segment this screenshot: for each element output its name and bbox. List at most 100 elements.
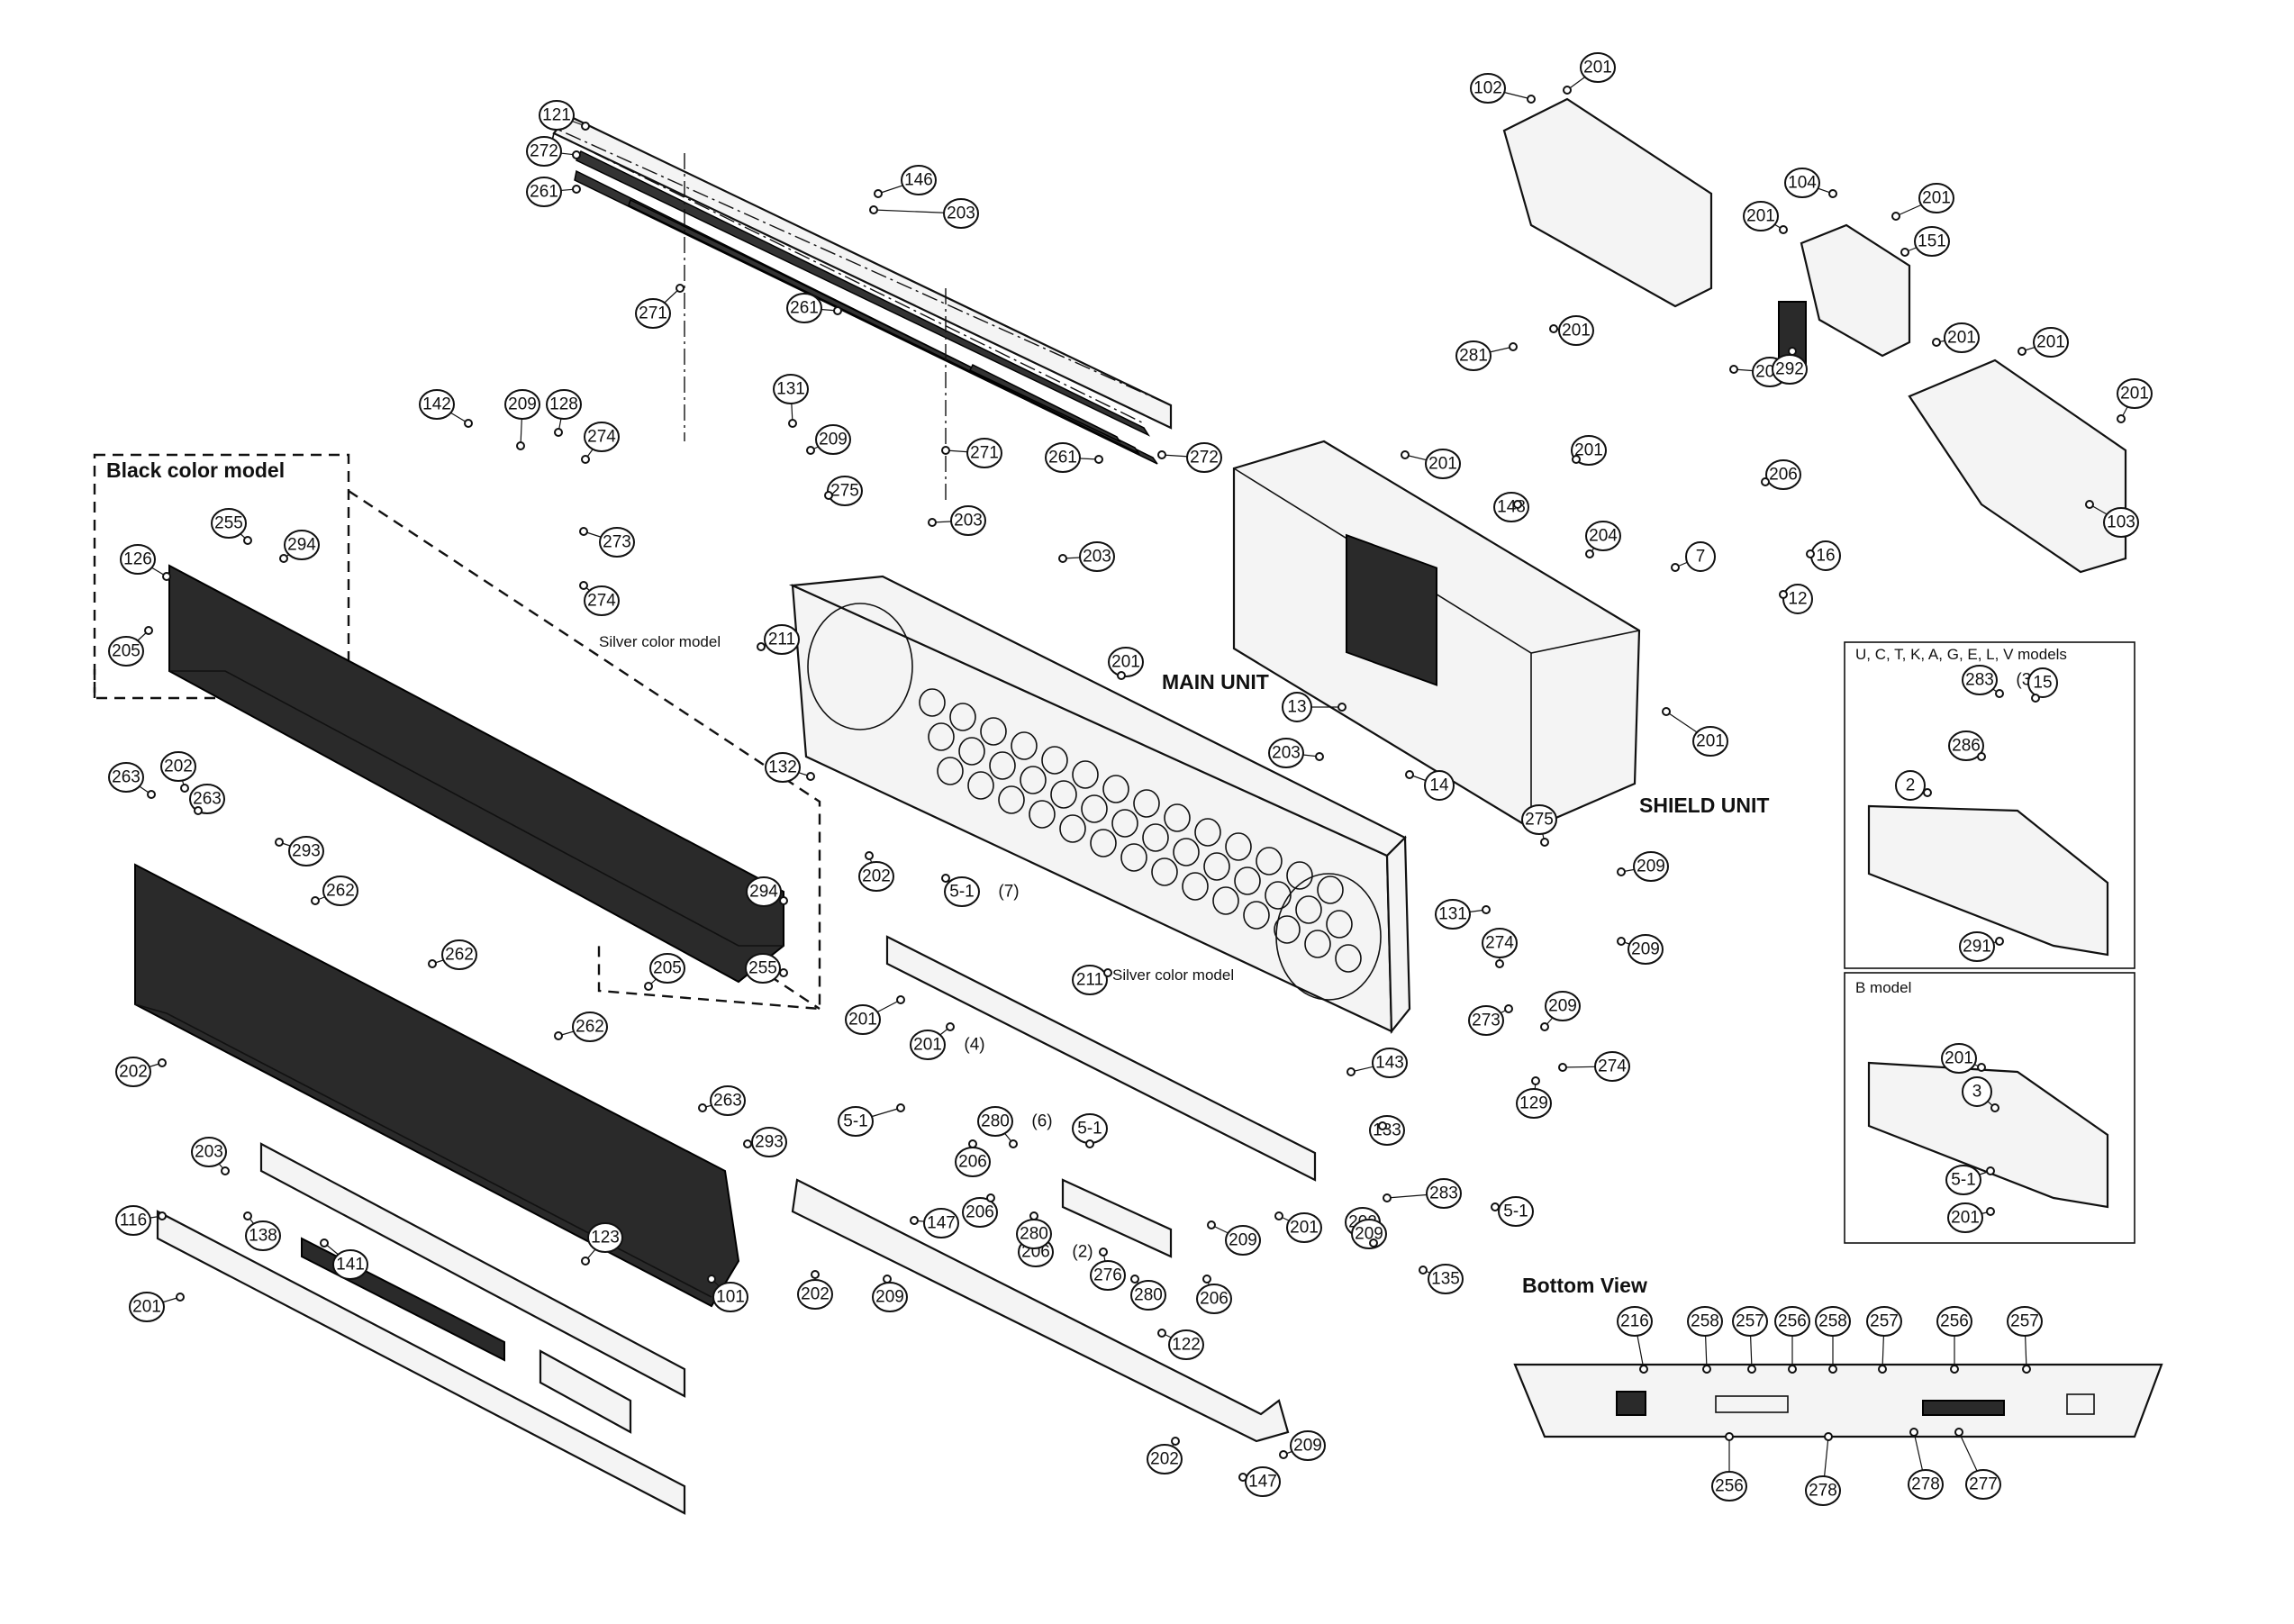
callout-label: 13	[1287, 698, 1306, 717]
callout-104: 104	[1784, 168, 1837, 198]
callout-label: 12	[1788, 590, 1807, 609]
callout-255: 255	[211, 508, 252, 545]
driver-ring	[967, 771, 994, 800]
callout-274: 274	[579, 581, 620, 616]
callout-138: 138	[243, 1211, 281, 1251]
callout-label: 209	[1548, 997, 1577, 1016]
callout-201: 201	[845, 995, 905, 1035]
callout-283: 283(3)	[1962, 665, 2037, 698]
callout-3: 3	[1962, 1076, 1999, 1112]
callout-201: 201	[1932, 322, 1980, 353]
callout-label: 272	[530, 142, 558, 161]
driver-ring	[1234, 866, 1261, 895]
callout-204: 204	[1585, 521, 1621, 558]
callout-281: 281	[1455, 340, 1518, 371]
callout-14: 14	[1405, 770, 1455, 801]
callout-257: 257	[2007, 1306, 2043, 1374]
callout-256: 256	[1936, 1306, 1972, 1374]
callout-label: 202	[1150, 1450, 1179, 1469]
callout-label: 257	[2010, 1312, 2039, 1331]
bottom-view-label: Bottom View	[1522, 1274, 1647, 1297]
callout-5-1: 5-1(7)	[941, 874, 1020, 907]
callout-label: 258	[1818, 1312, 1847, 1331]
callout-274: 274	[581, 422, 620, 464]
callout-label: 131	[1438, 905, 1467, 924]
callout-label: 263	[193, 790, 222, 809]
driver-ring	[1081, 794, 1108, 823]
callout-label: 209	[508, 395, 537, 414]
callout-201: 201	[1662, 707, 1728, 757]
callout-143: 143	[1346, 1048, 1408, 1078]
callout-271: 271	[635, 284, 685, 329]
callout-label: 209	[875, 1288, 904, 1307]
driver-ring	[928, 722, 955, 751]
driver-ring	[1059, 814, 1086, 843]
ucktk-models-label: U, C, T, K, A, G, E, L, V models	[1855, 646, 2067, 663]
callout-label: 286	[1952, 737, 1981, 756]
black-front-grille	[168, 564, 784, 984]
bottom-rail	[791, 1178, 1290, 1443]
callout-209: 209	[1540, 991, 1581, 1031]
inset-chassis-1	[1867, 804, 2109, 957]
callout-275: 275	[1521, 804, 1557, 847]
callout-147: 147	[1238, 1466, 1281, 1497]
callout-16: 16	[1806, 540, 1841, 571]
callout-201: 201	[1947, 1202, 1995, 1233]
callout-13: 13	[1282, 692, 1346, 722]
callout-label: 280	[1134, 1286, 1163, 1305]
callout-211: 211	[1072, 965, 1112, 995]
callout-label: 201	[1746, 207, 1775, 226]
callout-label: 129	[1519, 1094, 1548, 1113]
callout-label: 201	[1951, 1209, 1980, 1228]
callout-label: 203	[195, 1143, 223, 1162]
inset-ucktk-models	[1844, 641, 2135, 969]
callout-262: 262	[311, 876, 358, 906]
callout-label: 261	[790, 299, 819, 318]
callout-label: 121	[542, 106, 571, 125]
callout-257: 257	[1866, 1306, 1902, 1374]
callout-209: 209	[1617, 851, 1669, 882]
callout-label: 294	[749, 883, 778, 902]
callout-label: 201	[1111, 653, 1140, 672]
callout-label: 206	[1200, 1290, 1229, 1309]
callout-278: 278	[1908, 1428, 1944, 1500]
callout-label: 203	[1272, 744, 1301, 763]
callout-274: 274	[1558, 1051, 1630, 1082]
callout-286: 286	[1948, 730, 1986, 761]
driver-ring	[1090, 829, 1117, 857]
callout-label: 256	[1778, 1312, 1807, 1331]
callout-262: 262	[554, 1012, 608, 1042]
shield-unit-box	[1232, 440, 1641, 830]
callout-label: 14	[1429, 776, 1449, 795]
callout-label: 291	[1963, 938, 1991, 957]
callout-label: 123	[591, 1229, 620, 1247]
driver-ring	[937, 757, 964, 785]
driver-ring	[1256, 847, 1283, 876]
callout-293: 293	[743, 1127, 787, 1157]
callout-suffix: (2)	[1072, 1243, 1093, 1262]
callout-205: 205	[644, 953, 685, 991]
callout-label: 103	[2107, 513, 2135, 532]
callout-label: 275	[1525, 811, 1554, 830]
callout-203: 203	[191, 1137, 230, 1175]
callout-291: 291	[1959, 931, 2004, 962]
callout-142: 142	[419, 389, 473, 428]
callout-label: 102	[1473, 79, 1502, 98]
inset-b-model	[1844, 972, 2135, 1244]
callout-131: 131	[773, 374, 809, 428]
callout-203: 203	[1058, 541, 1115, 572]
callout-label: 128	[549, 395, 578, 414]
callout-273: 273	[1468, 1004, 1513, 1036]
callout-label: 278	[1809, 1482, 1837, 1501]
callout-201: 201	[1401, 449, 1461, 479]
callout-5-1: 5-1	[838, 1103, 905, 1137]
callout-261: 261	[786, 293, 842, 323]
driver-ring	[1072, 760, 1099, 789]
callout-label: 276	[1093, 1266, 1122, 1285]
callout-label: 206	[958, 1153, 987, 1172]
callout-label: 292	[1775, 360, 1804, 379]
callout-suffix: (6)	[1031, 1112, 1052, 1131]
callout-label: 202	[119, 1063, 148, 1082]
callout-label: 294	[287, 536, 316, 555]
